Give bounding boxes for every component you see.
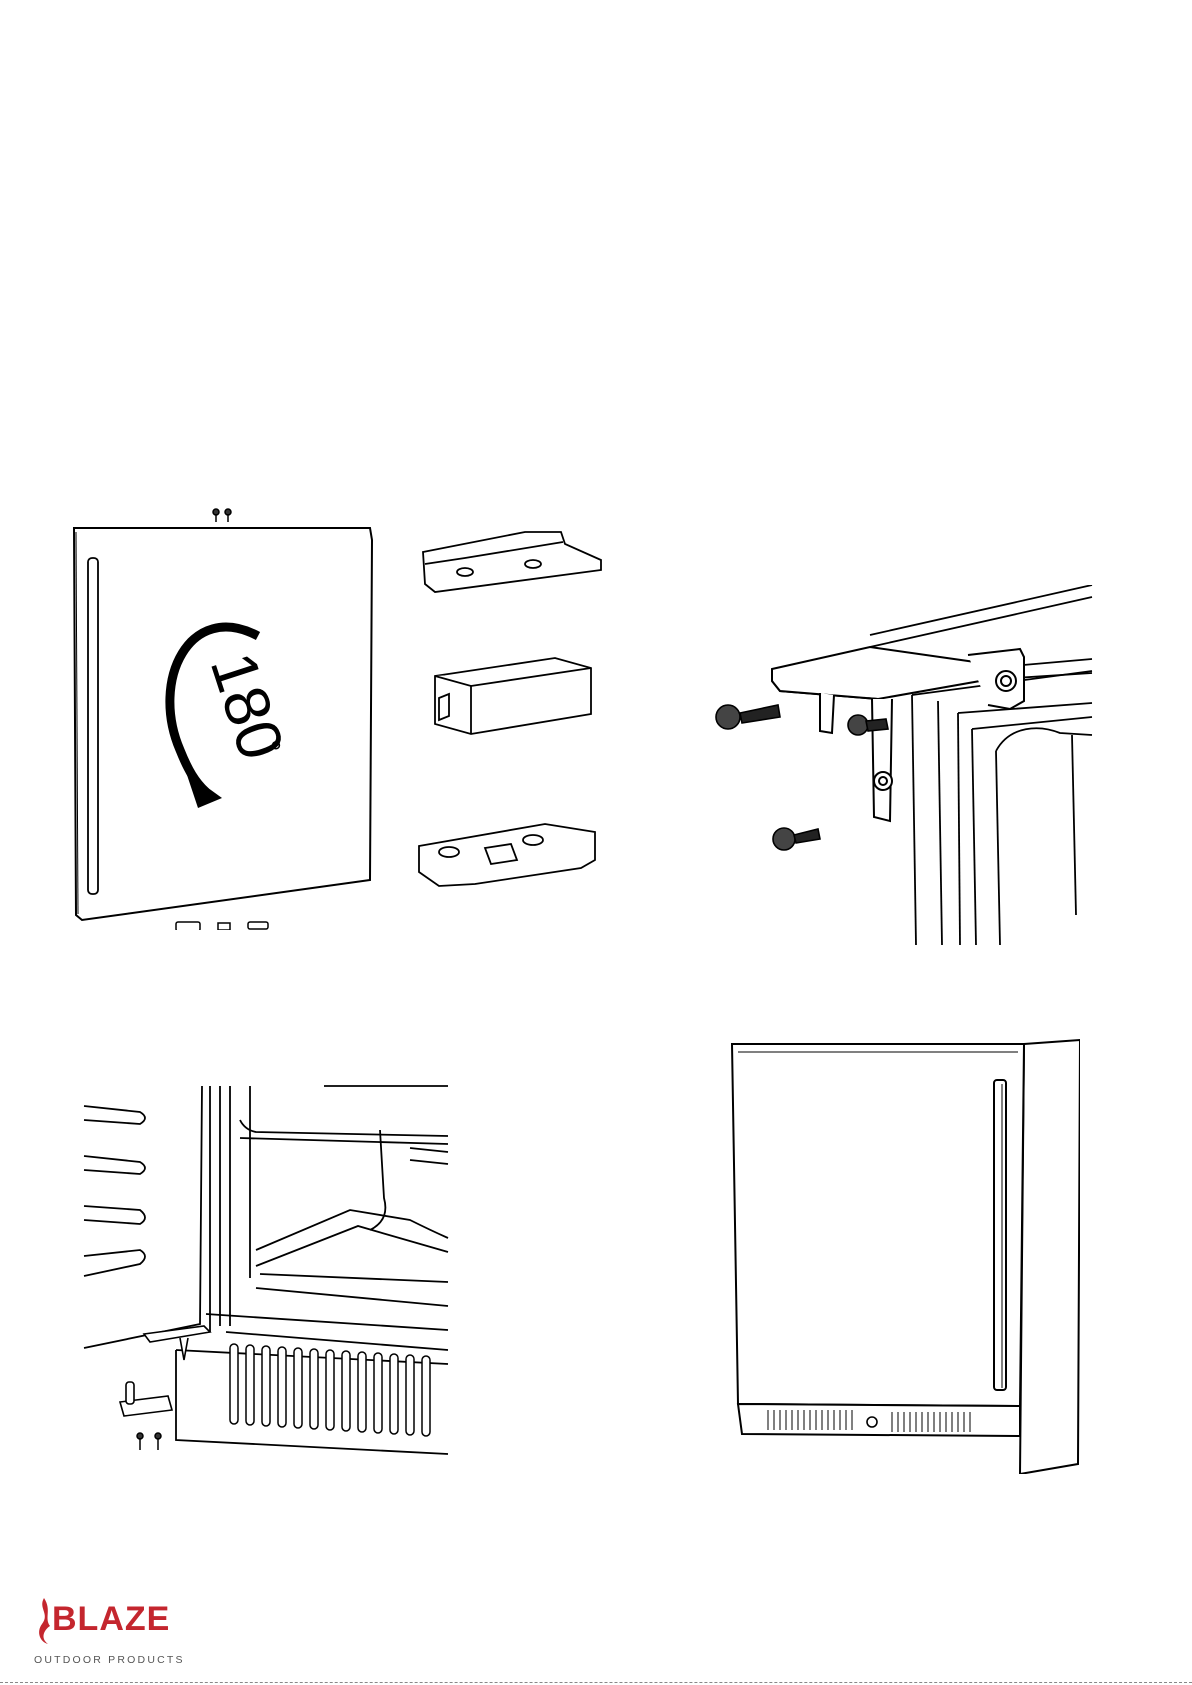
- fridge-handle: [994, 1080, 1006, 1390]
- top-hinge-plate-installed: [772, 647, 1024, 821]
- bottom-hinge-install-figure: [80, 1080, 450, 1480]
- screw-icon: [213, 509, 231, 522]
- top-hinge-plate: [423, 532, 601, 592]
- screw-icon: [137, 1433, 161, 1450]
- middle-hinge-block: [435, 658, 591, 734]
- brand-tagline: OUTDOOR PRODUCTS: [34, 1654, 185, 1666]
- hinge-parts-figure: [405, 508, 605, 928]
- page-footer-divider: [0, 1682, 1192, 1683]
- blaze-logo: BLAZE OUTDOOR PRODUCTS: [34, 1596, 174, 1671]
- door-rotation-figure: 180 °: [70, 500, 380, 930]
- bottom-hinge-bracket: [419, 824, 595, 886]
- degree-symbol: °: [270, 736, 282, 769]
- assembled-refrigerator-figure: [728, 1038, 1080, 1474]
- door-handle: [88, 558, 98, 894]
- vent-grille: [230, 1344, 430, 1436]
- top-hinge-install-figure: [700, 585, 1100, 945]
- screw-icon: [716, 705, 888, 850]
- fridge-door: [732, 1044, 1024, 1406]
- brand-name: BLAZE: [52, 1602, 170, 1636]
